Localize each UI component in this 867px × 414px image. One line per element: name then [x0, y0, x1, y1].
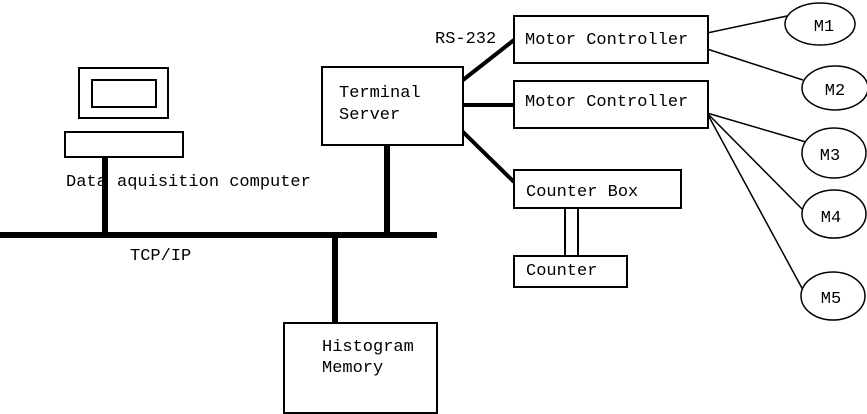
motor-m1-node: M1 — [784, 2, 856, 46]
motor-m2-ellipse — [801, 65, 867, 111]
motor-m1-label: M1 — [814, 18, 834, 37]
counter-box-label: Counter Box — [526, 183, 638, 202]
motor-m4-label: M4 — [821, 209, 841, 228]
mc2-to-m3-line — [706, 112, 807, 143]
motor-m5-label: M5 — [821, 290, 841, 309]
motor-m5-ellipse — [800, 271, 866, 321]
mc1-to-m1-line — [706, 15, 788, 34]
histogram-memory-box — [283, 322, 438, 414]
mc2-to-m4-line — [706, 112, 804, 211]
mc2-to-m5-line — [706, 112, 804, 291]
counter-box-outline — [513, 255, 628, 288]
motor-m4-ellipse — [801, 189, 867, 239]
counter-node: Counter — [513, 255, 628, 288]
monitor-screen-icon — [91, 79, 157, 108]
motor-controller-1-label: Motor Controller — [525, 31, 688, 50]
histogram-memory-label-line2: Memory — [322, 359, 383, 378]
motor-m5-node: M5 — [800, 271, 866, 321]
histogram-memory-node: Histogram Memory — [283, 322, 438, 414]
motor-controller-1-node: Motor Controller — [513, 15, 709, 64]
motor-m1-ellipse — [784, 2, 856, 46]
motor-m2-label: M2 — [825, 82, 845, 101]
mc1-to-m2-line — [706, 48, 804, 81]
counter-label: Counter — [526, 262, 597, 281]
terminal-to-motor-controller-1-line — [461, 38, 516, 82]
computer-icon — [64, 67, 184, 158]
motor-m4-node: M4 — [801, 189, 867, 239]
motor-controller-1-box — [513, 15, 709, 64]
terminal-server-node: Terminal Server — [321, 66, 464, 146]
counter-box-box — [513, 169, 682, 209]
motor-m3-label: M3 — [820, 147, 840, 166]
tcpip-label: TCP/IP — [130, 247, 191, 266]
motor-controller-2-label: Motor Controller — [525, 93, 688, 112]
rs232-label: RS-232 — [435, 30, 496, 49]
terminal-server-label-line2: Server — [339, 106, 400, 125]
keyboard-icon — [64, 131, 184, 158]
motor-controller-2-node: Motor Controller — [513, 80, 709, 129]
terminal-to-counter-box-line — [460, 129, 516, 184]
motor-m2-node: M2 — [801, 65, 867, 111]
terminal-server-label-line1: Terminal — [339, 84, 421, 103]
motor-m3-node: M3 — [801, 127, 867, 179]
daq-computer-label: Data aquisition computer — [66, 173, 311, 192]
motor-controller-2-box — [513, 80, 709, 129]
terminal-server-box — [321, 66, 464, 146]
motor-m3-ellipse — [801, 127, 867, 179]
histogram-memory-label-line1: Histogram — [322, 338, 414, 357]
counter-box-node: Counter Box — [513, 169, 682, 209]
